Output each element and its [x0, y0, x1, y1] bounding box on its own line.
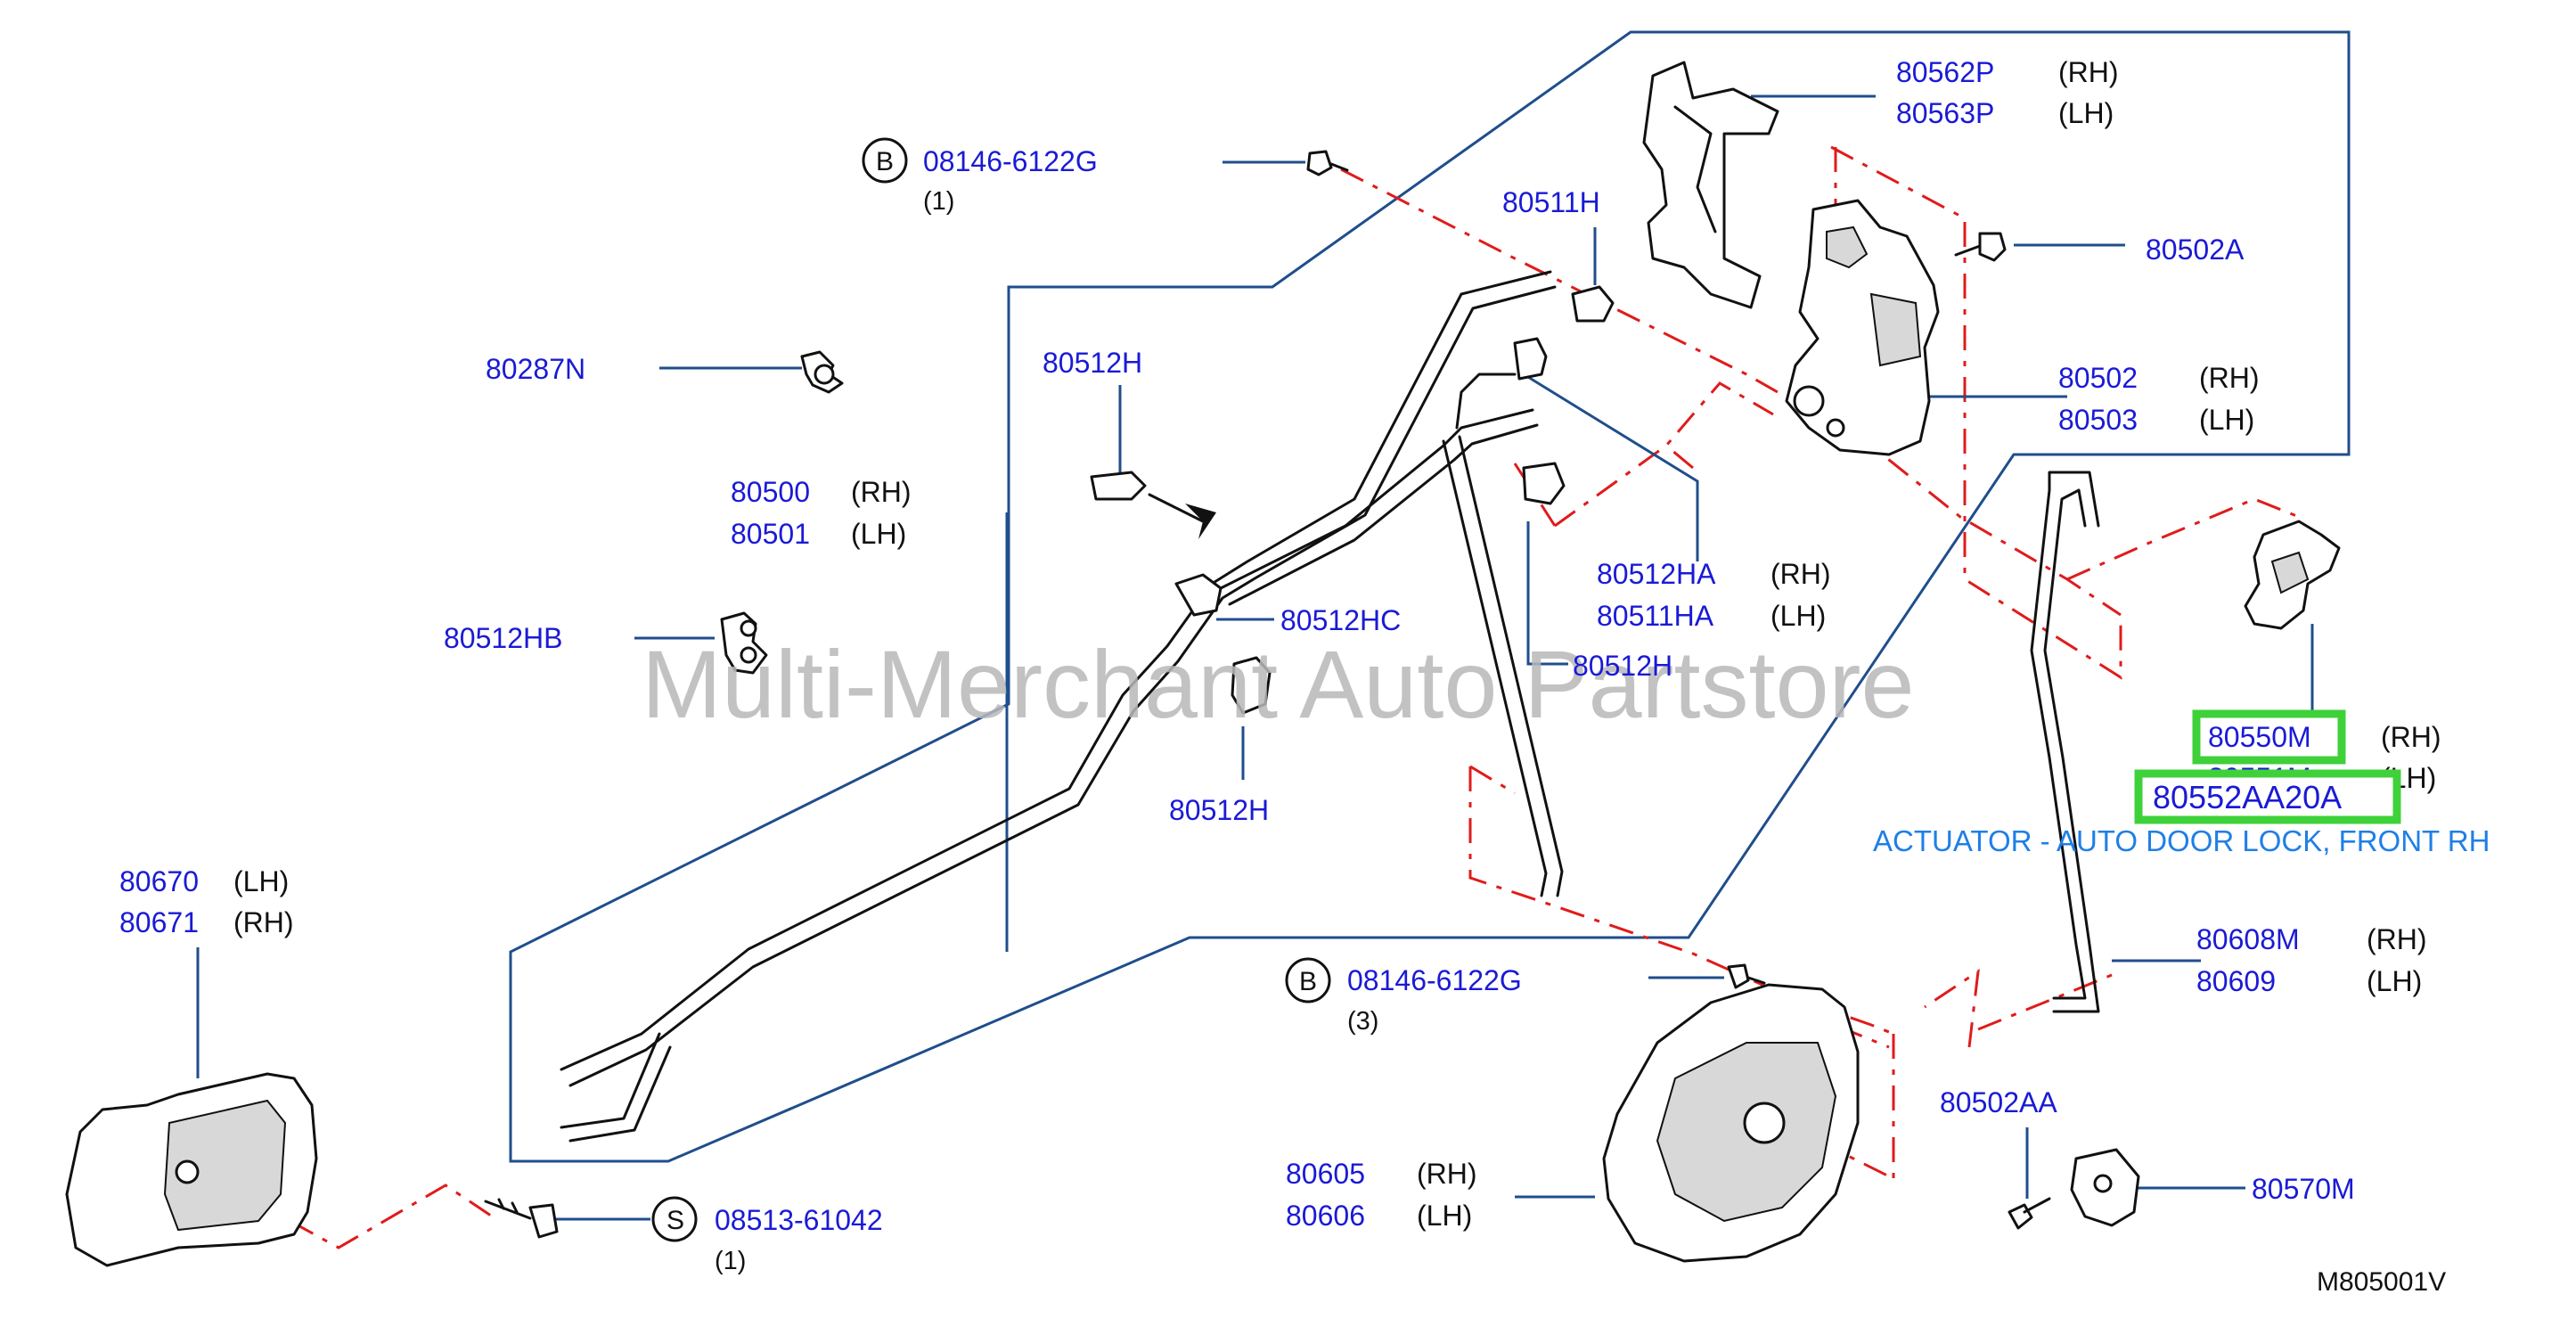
label-80671: 80671 [119, 906, 199, 938]
clip-80512H-c [1231, 656, 1272, 715]
label-80511HA: 80511HA [1597, 600, 1714, 632]
highlight-80552AA20A-bg [2138, 774, 2397, 820]
label-80608M: 80608M [2196, 923, 2300, 955]
side-80608M: (RH) [2367, 923, 2427, 955]
leader-lines [196, 94, 2314, 1221]
label-80670: 80670 [119, 865, 199, 897]
side-80563P: (LH) [2058, 97, 2114, 129]
label-80606: 80606 [1286, 1200, 1365, 1232]
label-80512H-a: 80512H [1043, 347, 1142, 379]
part-80570M [2070, 1148, 2140, 1227]
clip-80512HB [720, 611, 768, 675]
part-inside-handle-80670 [65, 1072, 318, 1267]
assembly-frame [509, 30, 2351, 1163]
clip-80287N [800, 350, 844, 394]
label-80503: 80503 [2058, 404, 2138, 436]
label-80512HA: 80512HA [1597, 558, 1716, 590]
highlight-80552AA20A [2134, 769, 2401, 824]
circle-B-top [862, 137, 908, 184]
label-80502: 80502 [2058, 362, 2138, 394]
clip-80512HA [1513, 337, 1566, 505]
clip-80512HC [1174, 573, 1223, 617]
bolt-08146-bottom [1727, 963, 1766, 989]
label-08513: 08513-61042 [715, 1204, 883, 1236]
label-80605: 80605 [1286, 1158, 1365, 1190]
label-80563P: 80563P [1896, 97, 1994, 129]
label-80502A: 80502A [2146, 233, 2245, 266]
qty-08146-bottom: (3) [1347, 1007, 1378, 1036]
side-80671: (RH) [233, 906, 294, 938]
circle-S-letter: S [666, 1206, 684, 1235]
clip-80512H-a [1090, 471, 1216, 539]
label-80511H: 80511H [1502, 186, 1600, 218]
circle-B-top-letter: B [876, 147, 894, 176]
part-remote-bracket-80562P [1642, 61, 1779, 309]
part-outside-handle-80605 [1602, 983, 1860, 1263]
actuator-description: ACTUATOR - AUTO DOOR LOCK, FRONT RH [1873, 824, 2490, 857]
label-80287N: 80287N [486, 353, 585, 385]
label-80500: 80500 [731, 476, 810, 508]
side-80500: (RH) [851, 476, 912, 508]
circle-B-bottom-letter: B [1299, 967, 1317, 996]
watermark: Multi-Merchant Auto Partstore [642, 630, 1915, 738]
side-80670: (LH) [233, 865, 289, 897]
side-80503: (LH) [2199, 404, 2254, 436]
label-80512HC: 80512HC [1280, 604, 1401, 636]
label-80512HB: 80512HB [444, 622, 562, 654]
bolt-08146-top [1306, 150, 1349, 176]
side-80606: (LH) [1417, 1200, 1472, 1232]
circle-S [651, 1196, 698, 1242]
side-80562P: (RH) [2058, 56, 2119, 88]
label-80512H-c: 80512H [1169, 794, 1269, 826]
circle-B-bottom [1285, 957, 1331, 1003]
part-actuator-80550M [2244, 520, 2341, 630]
label-80570M: 80570M [2252, 1173, 2355, 1205]
part-door-lock-80502 [1785, 199, 1940, 456]
label-08146-top: 08146-6122G [923, 145, 1098, 177]
bolt-80502A [1954, 232, 2007, 262]
label-80512H-b: 80512H [1573, 650, 1672, 682]
rod-80608M [2030, 471, 2100, 1013]
label-80501: 80501 [731, 518, 810, 550]
highlight-80550M [2192, 709, 2346, 765]
side-80550M: (RH) [2381, 721, 2441, 753]
label-80562P: 80562P [1896, 56, 1994, 88]
clip-80511H [1571, 285, 1615, 323]
side-80609: (LH) [2367, 965, 2422, 997]
diagram-code: M805001V [2317, 1267, 2446, 1297]
side-80512HA: (RH) [1770, 558, 1831, 590]
label-80502AA: 80502AA [1940, 1086, 2057, 1118]
side-80511HA: (LH) [1770, 600, 1826, 632]
qty-08146-top: (1) [923, 187, 954, 216]
label-80550M: 80550M [2208, 721, 2311, 753]
screw-08513 [484, 1198, 559, 1239]
side-80501: (LH) [851, 518, 906, 550]
qty-08513: (1) [715, 1247, 746, 1275]
side-80502: (RH) [2199, 362, 2260, 394]
centerlines [200, 145, 2300, 1249]
label-80552AA20A: 80552AA20A [2153, 779, 2342, 815]
bolt-80502AA [2008, 1197, 2051, 1230]
label-08146-bottom: 08146-6122G [1347, 964, 1522, 996]
rod-80500 [560, 270, 1564, 1143]
label-80609: 80609 [2196, 965, 2276, 997]
side-80605: (RH) [1417, 1158, 1477, 1190]
